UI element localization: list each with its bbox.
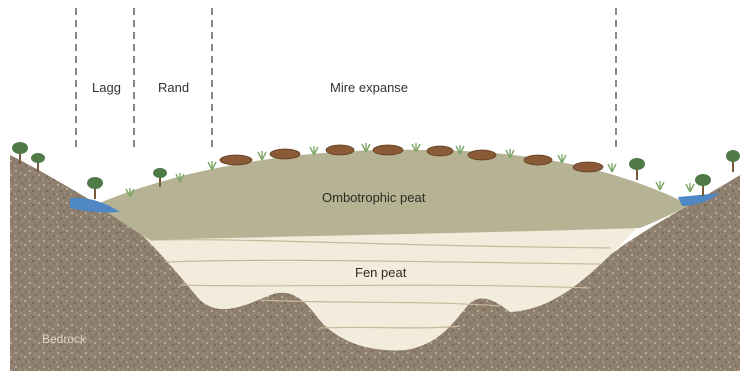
grass-tuft-icon (656, 181, 664, 190)
layer-label-bedrock: Bedrock (42, 332, 87, 346)
tree-icon (629, 158, 645, 180)
hummock-icon (524, 155, 552, 165)
zone-label-mire-expanse: Mire expanse (330, 80, 408, 95)
tree-icon (695, 174, 711, 196)
tree-icon (726, 150, 740, 172)
hummock-icon (220, 155, 252, 165)
grass-tuft-icon (558, 154, 566, 163)
zone-label-rand: Rand (158, 80, 189, 95)
grass-tuft-icon (608, 163, 616, 172)
hummock-icon (326, 145, 354, 155)
tree-icon (87, 177, 103, 199)
layer-label-ombotrophic-peat: Ombotrophic peat (322, 190, 426, 205)
hummock-icon (573, 162, 603, 172)
grass-tuft-icon (258, 151, 266, 160)
hummock-icon (270, 149, 300, 159)
zone-label-lagg: Lagg (92, 80, 121, 95)
zone-dividers (76, 8, 616, 148)
layer-label-fen-peat: Fen peat (355, 265, 407, 280)
hummock-icon (373, 145, 403, 155)
grass-tuft-icon (686, 183, 694, 192)
hummock-icon (468, 150, 496, 160)
hummock-icon (427, 146, 453, 156)
